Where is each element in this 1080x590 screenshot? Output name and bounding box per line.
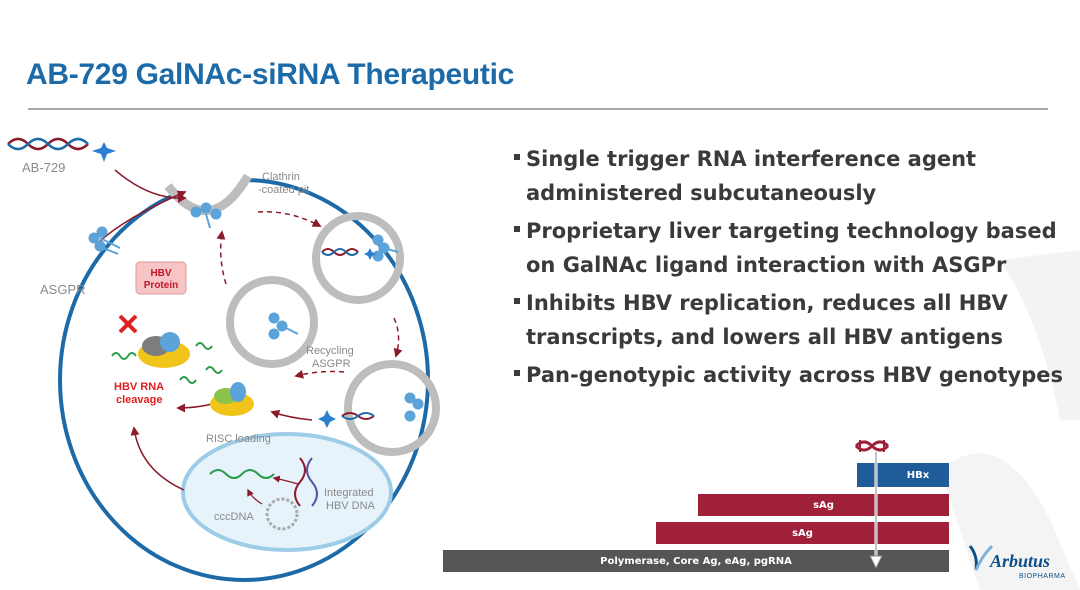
rna-fragment-icon <box>111 342 275 479</box>
integrated-dna-icon <box>294 457 318 507</box>
integrated-arrow <box>272 475 299 485</box>
endosome-vesicle <box>312 212 404 304</box>
maturation-arrow <box>393 317 403 358</box>
polymerase-label: Polymerase, Core Ag, eAg, pgRNA <box>600 555 792 567</box>
lysosome-receptor-icon <box>404 392 424 422</box>
title-divider <box>28 108 1048 110</box>
sirna-target-icon <box>854 440 890 452</box>
clathrin-label-1: Clathrin <box>262 171 300 183</box>
hbx-transcript-bar: HBx <box>857 463 949 487</box>
asgpr-receptor-icon <box>88 226 121 255</box>
risc-cleavage-complex-icon <box>138 332 190 368</box>
clathrin-label-2: -coated pit <box>258 184 309 196</box>
arbutus-logo-subtitle: BIOPHARMA <box>1019 573 1066 580</box>
recycling-vesicle <box>226 276 318 368</box>
integrated-label-1: Integrated <box>324 487 374 499</box>
sirna-released-icon <box>318 410 375 428</box>
cccdna-label: cccDNA <box>214 511 254 523</box>
recycling-receptor-icon <box>268 312 299 340</box>
sag-transcript-bar-2: sAg <box>656 522 949 544</box>
arbutus-logo-icon <box>968 544 994 571</box>
cccdna-circle-icon <box>265 497 299 531</box>
pit-receptor-icon <box>190 202 222 229</box>
sirna-helix-icon <box>7 137 89 151</box>
blocked-x-icon <box>118 314 138 334</box>
recycle-arrow <box>294 369 345 379</box>
bullet-square-icon <box>514 226 520 232</box>
integrated-label-2: HBV DNA <box>326 500 376 512</box>
transcription-arrow <box>130 426 185 491</box>
endosome-receptor-icon <box>372 234 399 262</box>
bullet-item: Proprietary liver targeting technology b… <box>514 214 1064 282</box>
recycling-label-2: ASGPR <box>312 358 351 370</box>
membrane-arrow <box>94 190 187 247</box>
bullet-square-icon <box>514 154 520 160</box>
cleavage-label-1: HBV RNA <box>114 381 164 393</box>
risc-complex-icon <box>210 382 254 416</box>
recycling-label-1: Recycling <box>306 345 354 357</box>
asgpr-label: ASGPR <box>40 282 86 297</box>
page-title: AB-729 GalNAc-siRNA Therapeutic <box>26 58 515 91</box>
endocytosis-arrow <box>257 211 322 227</box>
cccdna-arrow <box>247 488 263 505</box>
nucleus <box>181 432 393 552</box>
bullet-item: Pan-genotypic activity across HBV genoty… <box>514 358 1064 392</box>
polymerase-transcript-bar: Polymerase, Core Ag, eAg, pgRNA <box>443 550 949 572</box>
mechanism-diagram: HBV Protein AB-729 ASGPR Clathrin -coate… <box>7 137 440 582</box>
ab729-label: AB-729 <box>22 160 65 175</box>
risc-arrow <box>176 403 213 413</box>
release-arrow <box>270 410 313 421</box>
hbx-label: HBx <box>906 469 930 481</box>
lysosome-vesicle <box>344 360 440 456</box>
hbv-protein-label-1: HBV <box>150 268 171 279</box>
sag-label-1: sAg <box>813 499 834 511</box>
hbv-protein-label-2: Protein <box>144 280 178 291</box>
galnac-star-icon <box>92 142 116 162</box>
sirna-in-endosome-icon <box>321 248 376 260</box>
risc-loading-label: RISC loading <box>206 433 271 445</box>
hbv-protein-badge <box>135 261 187 295</box>
bullet-square-icon <box>514 370 520 376</box>
return-arrow <box>216 230 227 285</box>
sag-label-2: sAg <box>792 527 813 539</box>
cleavage-site-arrow <box>869 452 883 570</box>
cleavage-label-2: cleavage <box>116 394 162 406</box>
arbutus-logo-text: Arbutus <box>990 551 1051 571</box>
bullet-item: Inhibits HBV replication, reduces all HB… <box>514 286 1064 354</box>
bullet-square-icon <box>514 298 520 304</box>
sag-transcript-bar-1: sAg <box>698 494 949 516</box>
